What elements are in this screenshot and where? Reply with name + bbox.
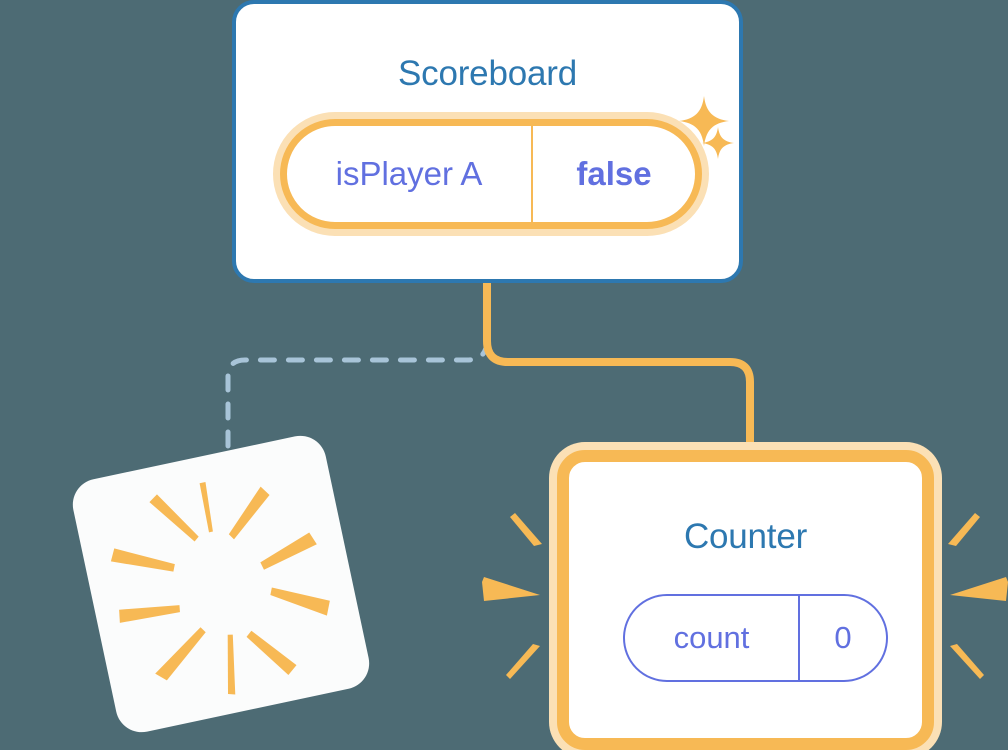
scoreboard-property-value: false [576, 155, 652, 192]
burst-rays-left-icon [482, 513, 542, 679]
counter-property-key: count [625, 596, 800, 680]
burst-rays-right-icon [948, 513, 1008, 679]
blank-card[interactable] [67, 430, 375, 738]
counter-title: Counter [683, 517, 808, 556]
counter-card[interactable]: Counter count 0 [557, 450, 934, 750]
scoreboard-title: Scoreboard [398, 54, 577, 93]
counter-property-value: 0 [834, 620, 852, 655]
connector-dashed-scoreboard-to-blank-card [225, 282, 490, 471]
scoreboard-property-key: isPlayer A [287, 126, 533, 222]
scoreboard-property-pill[interactable]: isPlayer A false [280, 119, 702, 229]
counter-property-pill[interactable]: count 0 [623, 594, 888, 682]
scoreboard-card[interactable]: Scoreboard isPlayer A false [232, 0, 743, 283]
connector-solid-scoreboard-to-counter [483, 281, 754, 470]
